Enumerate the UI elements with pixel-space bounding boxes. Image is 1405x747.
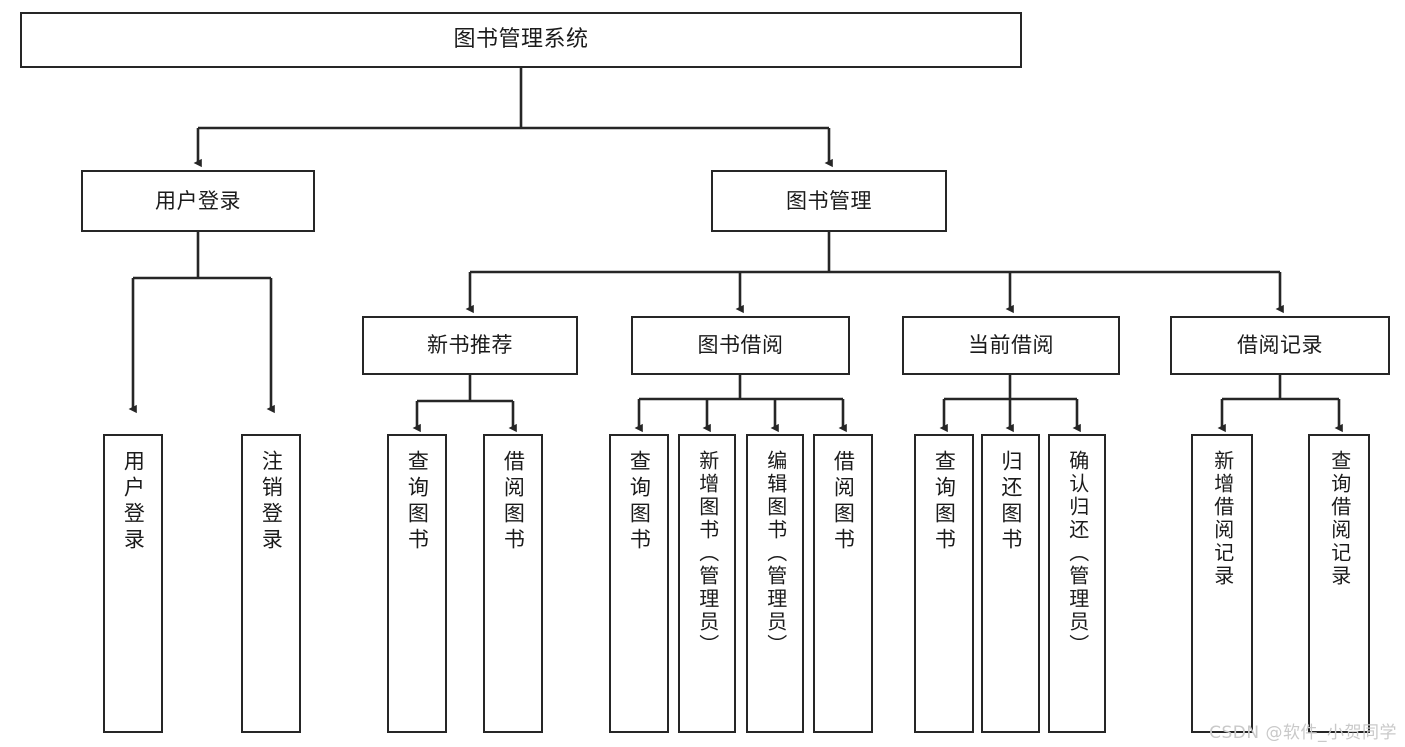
node-book-management[interactable]: 图书管理 [711,170,947,232]
node-label: 图书管理系统 [453,26,589,52]
node-label: 查询图书 [932,450,957,554]
leaf-user-login[interactable]: 用户登录 [103,434,163,733]
node-label: 新书推荐 [427,333,513,358]
leaf-add-book-admin[interactable]: 新增图书（管理员） [678,434,736,733]
node-user-login[interactable]: 用户登录 [81,170,315,232]
node-label: 查询借阅记录 [1327,450,1352,588]
watermark-text: CSDN @软件_小贺同学 [1209,723,1397,743]
node-label: 新增图书（管理员） [695,450,720,657]
node-label: 图书借阅 [697,333,784,358]
node-label: 编辑图书（管理员） [763,450,788,657]
node-label: 图书管理 [786,188,872,213]
leaf-borrow-book-recommend[interactable]: 借阅图书 [483,434,543,733]
node-label: 确认归还（管理员） [1065,450,1090,657]
node-current-borrow[interactable]: 当前借阅 [902,316,1120,375]
leaf-edit-book-admin[interactable]: 编辑图书（管理员） [746,434,804,733]
leaf-query-borrow-record[interactable]: 查询借阅记录 [1308,434,1370,733]
node-label: 新增借阅记录 [1210,450,1235,588]
leaf-query-book-current[interactable]: 查询图书 [914,434,974,733]
leaf-confirm-return-admin[interactable]: 确认归还（管理员） [1048,434,1106,733]
node-label: 借阅图书 [831,450,856,554]
node-label: 归还图书 [998,450,1023,554]
node-label: 借阅记录 [1237,333,1323,358]
leaf-return-book[interactable]: 归还图书 [981,434,1040,733]
node-label: 借阅图书 [501,450,526,554]
leaf-add-borrow-record[interactable]: 新增借阅记录 [1191,434,1253,733]
node-borrow-record[interactable]: 借阅记录 [1170,316,1390,375]
node-label: 用户登录 [121,450,146,554]
node-book-borrow[interactable]: 图书借阅 [631,316,850,375]
node-label: 注销登录 [259,450,284,554]
node-label: 当前借阅 [968,333,1054,358]
node-label: 用户登录 [155,188,241,213]
node-root-system[interactable]: 图书管理系统 [20,12,1022,68]
leaf-query-book-recommend[interactable]: 查询图书 [387,434,447,733]
leaf-borrow-book[interactable]: 借阅图书 [813,434,873,733]
node-label: 查询图书 [405,450,430,554]
node-new-book-recommend[interactable]: 新书推荐 [362,316,578,375]
leaf-logout[interactable]: 注销登录 [241,434,301,733]
leaf-query-book-borrow[interactable]: 查询图书 [609,434,669,733]
node-label: 查询图书 [627,450,652,554]
